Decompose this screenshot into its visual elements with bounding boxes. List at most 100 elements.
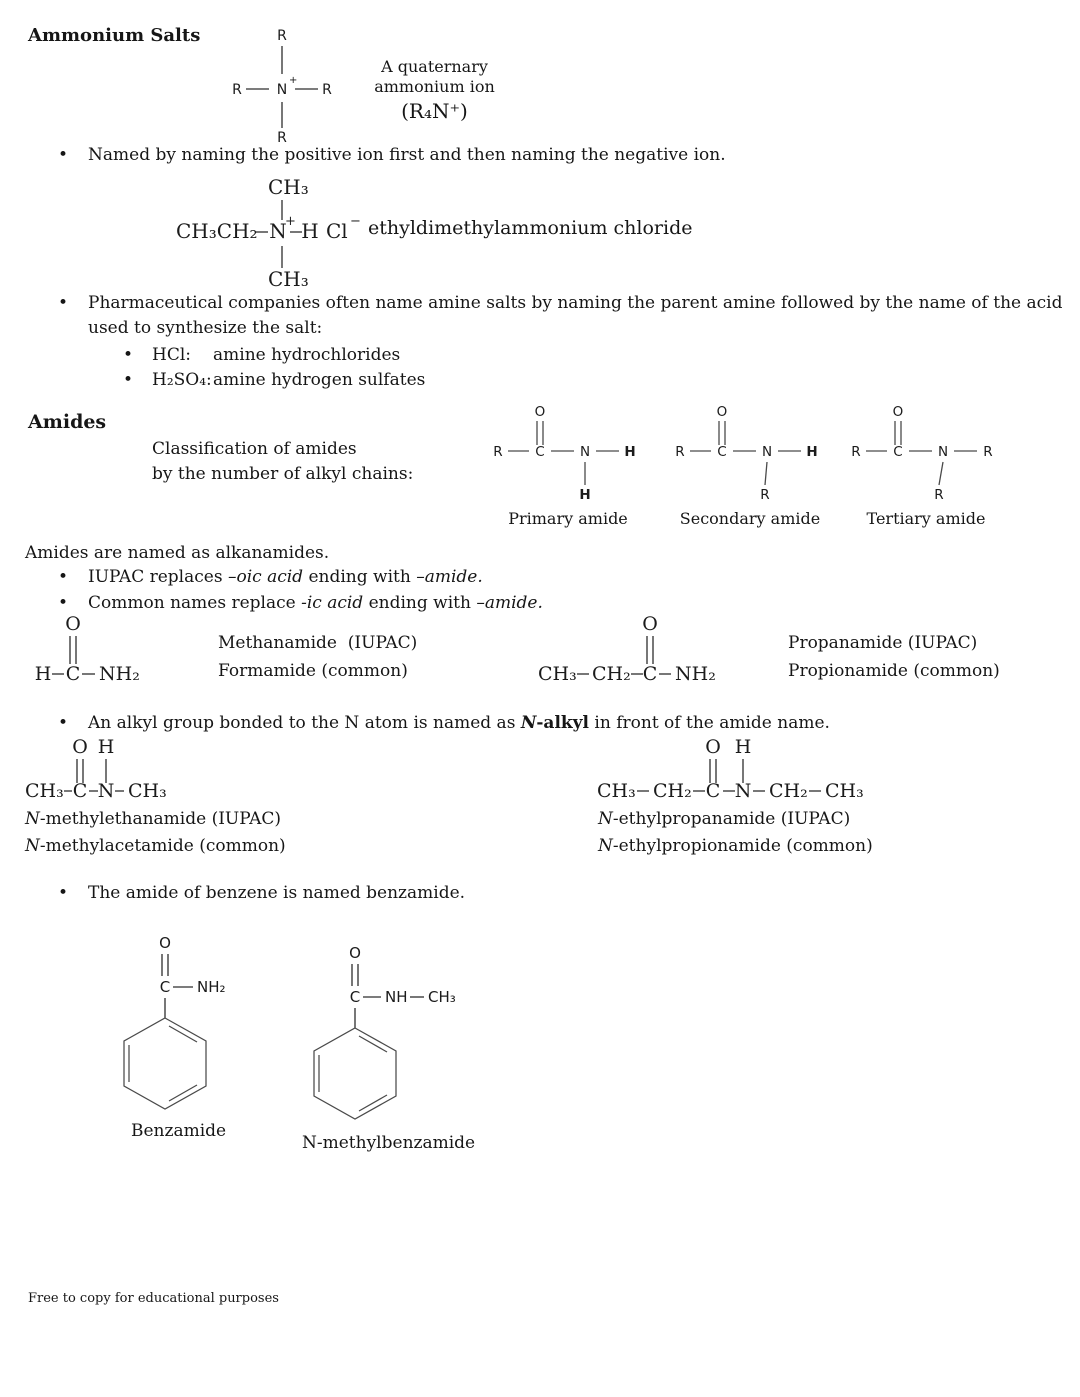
structure-n-methylbenzamide: O C NH CH₃ [313, 944, 456, 1120]
bonds [690, 421, 801, 486]
atom-c: C [350, 988, 360, 1006]
atom-o: O [159, 934, 171, 952]
atom-o: O [349, 944, 361, 962]
bullet-marker: • [58, 145, 69, 165]
atom-h-right: H [624, 444, 635, 460]
atom-o: O [705, 736, 721, 758]
atom-c: C [893, 444, 902, 460]
methanamide-iupac-name: Methanamide (IUPAC) [218, 633, 418, 653]
atom-h-bottom: H [579, 487, 590, 503]
sub-bullet-marker: • [123, 370, 134, 390]
atom-c: C [706, 780, 721, 802]
bonds [246, 46, 318, 128]
bonds [351, 964, 424, 1028]
atom-h: H [98, 736, 115, 758]
structure-n-methylethanamide: O H CH₃ C N CH₃ [25, 736, 167, 802]
structure-secondary-amide: O R C N H R [675, 404, 817, 503]
atom-o: O [72, 736, 88, 758]
atom-c: C [643, 663, 658, 685]
atom-r-right: R [322, 82, 332, 98]
ethyl-compound-name: ethyldimethylammonium chloride [368, 217, 693, 239]
structure-ethyldimethylammonium-chloride: CH₃ CH₃CH₂ N + H Cl − CH₃ [176, 175, 361, 291]
atom-n: N [762, 444, 772, 460]
group-ch3: CH₃ [538, 663, 577, 685]
atom-o: O [717, 404, 728, 420]
atom-c: C [73, 780, 88, 802]
atom-o: O [893, 404, 904, 420]
bullet-marker: • [58, 567, 69, 587]
pharma-bullet-line1: Pharmaceutical companies often name amin… [88, 293, 1063, 313]
benzene-ring [123, 1017, 207, 1110]
bonds [52, 636, 95, 675]
atom-o: O [642, 613, 658, 635]
group-nh2: NH₂ [99, 663, 140, 685]
atom-r: R [851, 444, 860, 460]
atom-h: H [301, 219, 318, 243]
bonds [256, 200, 302, 268]
quaternary-caption-line1: A quaternary [381, 57, 488, 76]
atom-n: N [277, 82, 287, 98]
bonds [577, 636, 671, 675]
heading-ammonium-salts: Ammonium Salts [28, 25, 201, 46]
benzene-ring [313, 1027, 397, 1120]
benzamide-label: Benzamide [131, 1121, 227, 1141]
atom-o: O [535, 404, 546, 420]
atom-r-bottom: R [760, 487, 769, 503]
group-ch3: CH₃ [428, 988, 456, 1006]
atom-r-bottom: R [277, 130, 287, 146]
nalkyl-bullet-text: An alkyl group bonded to the N atom is n… [88, 713, 830, 733]
atom-r-bottom: R [934, 487, 943, 503]
structure-propanamide: O CH₃ CH₂ C NH₂ [538, 613, 716, 685]
bullet-marker: • [58, 593, 69, 613]
group-ch3: CH₃ [597, 780, 636, 802]
group-ch3-bottom: CH₃ [268, 267, 309, 291]
h2so4-label: H₂SO₄: [152, 370, 212, 390]
propanamide-common-name: Propionamide (common) [788, 661, 1000, 681]
quaternary-caption-line2: ammonium ion [374, 77, 495, 96]
atom-r-right: R [983, 444, 992, 460]
bonds [161, 954, 193, 1018]
nmethylbenzamide-label: N-methylbenzamide [302, 1133, 476, 1153]
atom-r: R [675, 444, 684, 460]
nmethylethanamide-common-name: N-methylacetamide (common) [25, 836, 286, 856]
quaternary-formula: (R₄N⁺) [401, 99, 468, 123]
h2so4-name: amine hydrogen sulfates [213, 370, 426, 390]
propanamide-iupac-name: Propanamide (IUPAC) [788, 633, 978, 653]
nethylpropanamide-iupac-name: N-ethylpropanamide (IUPAC) [598, 809, 851, 829]
structure-quaternary-ammonium: R R N + R R [232, 28, 332, 146]
atom-n: N [938, 444, 948, 460]
classification-line2: by the number of alkyl chains: [152, 464, 414, 484]
atom-r-top: R [277, 28, 287, 44]
atom-o: O [65, 613, 81, 635]
group-nh: NH [385, 988, 408, 1006]
classification-line1: Classification of amides [152, 439, 357, 459]
pharma-bullet-line2: used to synthesize the salt: [88, 318, 323, 338]
nethylpropanamide-common-name: N-ethylpropionamide (common) [598, 836, 873, 856]
hcl-name: amine hydrochlorides [213, 345, 401, 365]
atom-c: C [535, 444, 544, 460]
atom-n: N [735, 780, 752, 802]
atom-c: C [717, 444, 726, 460]
bonds [637, 759, 821, 792]
group-ch2: CH₂ [653, 780, 692, 802]
charge-minus-red: − [350, 214, 361, 229]
secondary-amide-label: Secondary amide [679, 509, 821, 528]
group-ch2: CH₂ [592, 663, 631, 685]
group-ch3ch2: CH₃CH₂ [176, 219, 258, 243]
structure-benzamide: O C NH₂ [123, 934, 226, 1110]
heading-amides: Amides [28, 411, 107, 433]
alkanamides-line: Amides are named as alkanamides. [25, 543, 330, 563]
structure-n-ethylpropanamide: O H CH₃ CH₂ C N CH₂ CH₃ [597, 736, 864, 802]
sub-bullet-marker: • [123, 345, 134, 365]
bonds [866, 421, 977, 486]
structure-methanamide: O H C NH₂ [35, 613, 140, 685]
charge-plus-blue: + [285, 214, 296, 229]
atom-h: H [35, 663, 52, 685]
atom-r-left: R [232, 82, 242, 98]
bullet-marker: • [58, 293, 69, 313]
structure-primary-amide: O R C N H H [493, 404, 635, 503]
naming-bullet-text: Named by naming the positive ion first a… [88, 145, 726, 165]
atom-h: H [735, 736, 752, 758]
group-ch3-right: CH₃ [128, 780, 167, 802]
tertiary-amide-label: Tertiary amide [866, 509, 986, 528]
